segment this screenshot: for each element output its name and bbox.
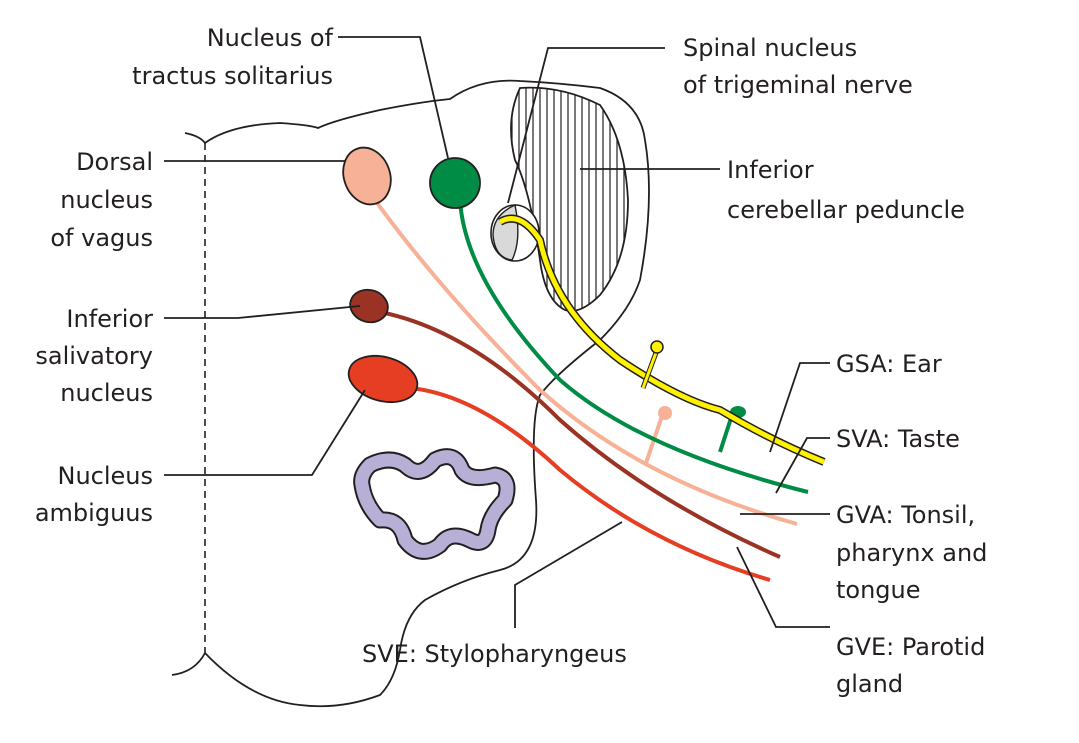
sve-fibre [409, 386, 771, 582]
gsa-branch-fill [641, 349, 659, 389]
leader-nts [338, 36, 449, 159]
label-gsa: GSA: Ear [836, 350, 942, 378]
label-gva-1: GVA: Tonsil, [836, 501, 975, 529]
label-dnv-2: nucleus [60, 186, 153, 214]
nucleus-tractus-solitarius [429, 157, 481, 209]
label-na-1: Nucleus [57, 462, 153, 490]
label-isn-2: salivatory [35, 342, 153, 370]
label-dnv-1: Dorsal [76, 148, 153, 176]
label-icp-2: cerebellar peduncle [727, 196, 965, 224]
inferior-salivatory-nucleus [349, 288, 389, 324]
leader-sva [775, 437, 830, 494]
label-icp-1: Inferior [727, 156, 814, 184]
label-isn-3: nucleus [60, 379, 153, 407]
leader-gsa [769, 362, 830, 453]
label-sva: SVA: Taste [836, 425, 960, 453]
leader-isn [164, 305, 361, 319]
nucleus-ambiguus [347, 354, 419, 404]
leader-spinal [507, 47, 665, 204]
gva-fibre [373, 198, 798, 526]
label-spinal-2: of trigeminal nerve [683, 71, 913, 99]
gve-fibre [379, 310, 781, 559]
label-gva-3: tongue [836, 576, 921, 604]
label-nts-2: tractus solitarius [132, 62, 333, 90]
leader-gve [736, 546, 830, 628]
label-na-2: ambiguus [35, 499, 153, 527]
gva-ending [658, 406, 672, 420]
label-dnv-3: of vagus [50, 224, 153, 252]
leader-na [164, 389, 366, 476]
dorsal-nucleus-of-vagus [342, 146, 392, 206]
medulla-outline [171, 79, 650, 708]
olivary-nucleus-fill [355, 450, 514, 558]
label-nts-1: Nucleus of [207, 24, 334, 52]
label-gve-1: GVE: Parotid [836, 633, 985, 661]
sva-fibre [458, 199, 809, 494]
label-isn-1: Inferior [66, 305, 153, 333]
gsa-fibre [498, 216, 825, 465]
label-sve: SVE: Stylopharyngeus [362, 640, 627, 668]
label-gva-2: pharynx and [836, 539, 987, 567]
label-spinal-1: Spinal nucleus [683, 34, 857, 62]
gsa-ending [650, 340, 664, 354]
leader-sve [514, 521, 623, 628]
label-gve-2: gland [836, 670, 903, 698]
